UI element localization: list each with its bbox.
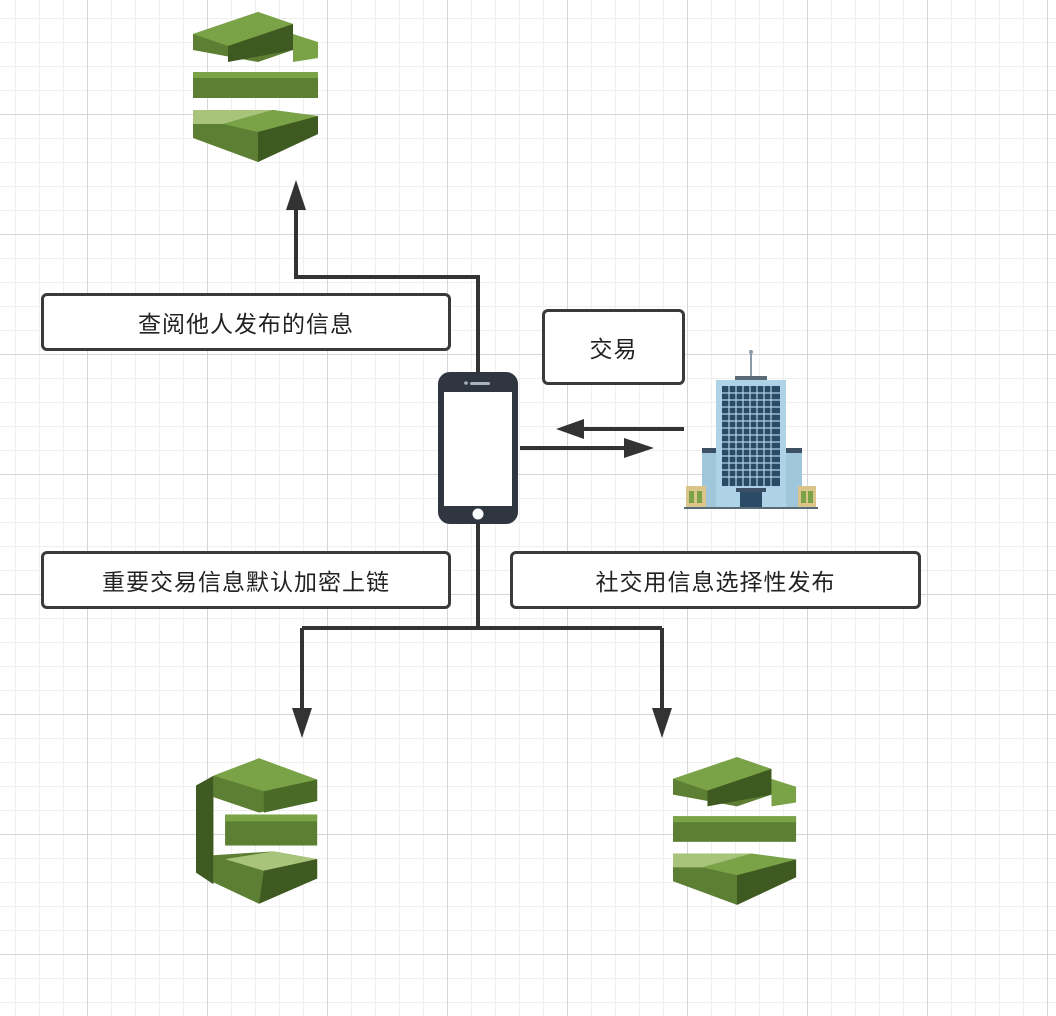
connector-to-top-node bbox=[294, 210, 480, 372]
database-stack-icon-bottom-left bbox=[196, 758, 318, 904]
label-view-others-info: 查阅他人发布的信息 bbox=[41, 293, 451, 351]
arrowhead-left bbox=[556, 419, 584, 439]
smartphone-icon bbox=[438, 372, 518, 524]
database-stack-icon-bottom-right bbox=[673, 757, 797, 905]
arrowhead-down-left bbox=[292, 708, 312, 738]
label-social-publish: 社交用信息选择性发布 bbox=[510, 551, 921, 609]
database-stack-icon-top bbox=[193, 12, 318, 162]
arrowhead-up bbox=[286, 180, 306, 210]
label-text: 社交用信息选择性发布 bbox=[595, 570, 836, 596]
connectors bbox=[286, 180, 684, 738]
label-trade: 交易 bbox=[542, 309, 685, 385]
office-building-icon bbox=[684, 350, 818, 509]
label-text: 交易 bbox=[589, 337, 638, 363]
label-text: 重要交易信息默认加密上链 bbox=[102, 570, 390, 596]
connector-to-bottom-nodes bbox=[300, 522, 664, 710]
label-text: 查阅他人发布的信息 bbox=[138, 312, 354, 338]
arrowhead-right bbox=[624, 438, 654, 458]
label-encrypt-on-chain: 重要交易信息默认加密上链 bbox=[41, 551, 451, 609]
arrowhead-down-right bbox=[652, 708, 672, 738]
